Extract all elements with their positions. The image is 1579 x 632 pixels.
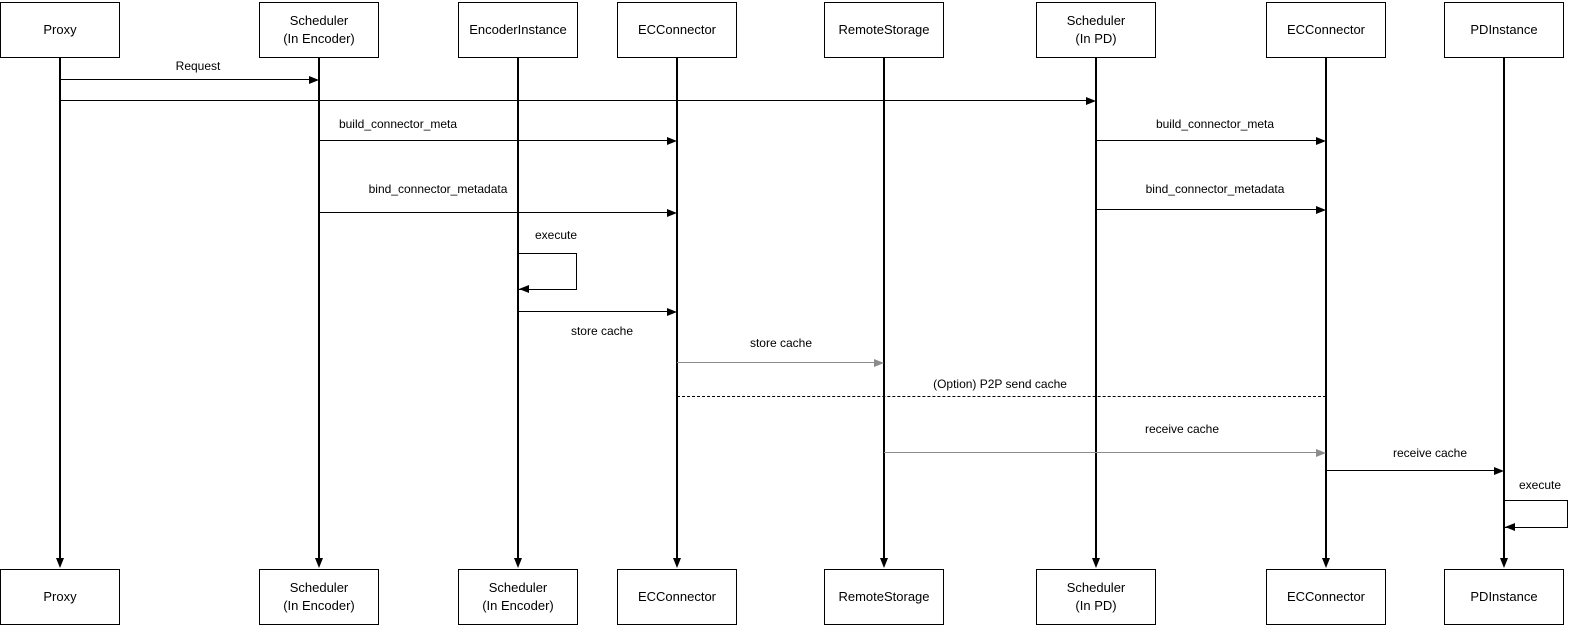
- lifeline-proxy-arrowhead: [55, 558, 64, 568]
- build-connector-meta-right-line: [1096, 140, 1318, 141]
- store-cache-1-arrowhead: [667, 308, 677, 316]
- lifeline-ecconnector-1: [676, 58, 678, 558]
- execute-encoder-loop: [518, 253, 577, 290]
- top-box-ecconnector-1-label: ECConnector: [637, 22, 717, 38]
- execute-encoder-arrowhead: [519, 284, 529, 293]
- bottom-box-ecconnector-2: ECConnector: [1266, 569, 1386, 625]
- receive-cache-2-label: receive cache: [1390, 446, 1470, 460]
- bottom-box-remote-storage-label: RemoteStorage: [838, 589, 930, 605]
- request-line: [60, 79, 311, 80]
- store-cache-1-label: store cache: [568, 324, 636, 338]
- receive-cache-2-line: [1326, 470, 1496, 471]
- store-cache-2-label: store cache: [747, 336, 815, 350]
- bottom-box-encoder-instance: Scheduler (In Encoder): [458, 569, 578, 625]
- p2p-send-cache-line: [677, 396, 1326, 397]
- bind-connector-metadata-left-line: [319, 212, 669, 213]
- bind-connector-metadata-right-line: [1096, 209, 1318, 210]
- top-box-encoder-instance-label: EncoderInstance: [469, 22, 567, 38]
- top-box-ecconnector-2-label: ECConnector: [1286, 22, 1366, 38]
- lifeline-encoder-instance: [517, 58, 519, 558]
- store-cache-2-line: [677, 362, 876, 363]
- execute-pd-loop: [1504, 500, 1568, 528]
- top-box-pdinstance-label: PDInstance: [1470, 22, 1538, 38]
- bottom-box-scheduler-pd-label: Scheduler (In PD): [1066, 580, 1126, 613]
- lifeline-scheduler-encoder-arrowhead: [314, 558, 323, 568]
- top-box-ecconnector-2: ECConnector: [1266, 2, 1386, 58]
- bind-connector-metadata-right-arrowhead: [1316, 206, 1326, 214]
- top-box-proxy-label: Proxy: [43, 22, 77, 38]
- lifeline-ecconnector-1-arrowhead: [672, 558, 681, 568]
- store-cache-1-line: [518, 311, 669, 312]
- build-connector-meta-left-line: [319, 140, 669, 141]
- bottom-box-remote-storage: RemoteStorage: [824, 569, 944, 625]
- lifeline-pdinstance: [1503, 58, 1505, 558]
- lifeline-remote-storage: [883, 58, 885, 558]
- lifeline-ecconnector-2: [1325, 58, 1327, 558]
- bottom-box-pdinstance: PDInstance: [1444, 569, 1564, 625]
- bottom-box-ecconnector-1: ECConnector: [617, 569, 737, 625]
- bottom-box-proxy: Proxy: [0, 569, 120, 625]
- lifeline-ecconnector-2-arrowhead: [1321, 558, 1330, 568]
- bottom-box-proxy-label: Proxy: [43, 589, 77, 605]
- bottom-box-encoder-instance-label: Scheduler (In Encoder): [482, 580, 554, 613]
- proxy-to-scheduler-pd-line: [60, 100, 1088, 101]
- execute-pd-arrowhead: [1505, 522, 1515, 531]
- bind-connector-metadata-left-arrowhead: [667, 209, 677, 217]
- build-connector-meta-right-label: build_connector_meta: [1153, 117, 1277, 131]
- request-label: Request: [173, 59, 223, 73]
- build-connector-meta-left-arrowhead: [667, 137, 677, 145]
- build-connector-meta-left-label: build_connector_meta: [336, 117, 460, 131]
- receive-cache-1-line: [884, 452, 1318, 453]
- lifeline-proxy: [59, 58, 61, 558]
- top-box-scheduler-encoder-label: Scheduler (In Encoder): [283, 13, 355, 46]
- execute-pd-label: execute: [1516, 478, 1564, 492]
- top-box-scheduler-pd-label: Scheduler (In PD): [1066, 13, 1126, 46]
- build-connector-meta-right-arrowhead: [1316, 137, 1326, 145]
- top-box-ecconnector-1: ECConnector: [617, 2, 737, 58]
- lifeline-encoder-instance-arrowhead: [513, 558, 522, 568]
- lifeline-pdinstance-arrowhead: [1499, 558, 1508, 568]
- proxy-to-scheduler-pd-arrowhead: [1086, 97, 1096, 105]
- bind-connector-metadata-right-label: bind_connector_metadata: [1143, 182, 1287, 196]
- receive-cache-1-label: receive cache: [1142, 422, 1222, 436]
- top-box-remote-storage-label: RemoteStorage: [838, 22, 930, 38]
- execute-encoder-label: execute: [532, 228, 580, 242]
- store-cache-2-arrowhead: [874, 359, 884, 367]
- receive-cache-2-arrowhead: [1494, 467, 1504, 475]
- bottom-box-ecconnector-2-label: ECConnector: [1286, 589, 1366, 605]
- bottom-box-scheduler-encoder-label: Scheduler (In Encoder): [283, 580, 355, 613]
- p2p-send-cache-label: (Option) P2P send cache: [931, 377, 1069, 391]
- bottom-box-scheduler-encoder: Scheduler (In Encoder): [259, 569, 379, 625]
- bottom-box-pdinstance-label: PDInstance: [1470, 589, 1538, 605]
- lifeline-remote-storage-arrowhead: [879, 558, 888, 568]
- receive-cache-1-arrowhead: [1316, 449, 1326, 457]
- lifeline-scheduler-encoder: [318, 58, 320, 558]
- bind-connector-metadata-left-label: bind_connector_metadata: [366, 182, 510, 196]
- bottom-box-ecconnector-1-label: ECConnector: [637, 589, 717, 605]
- top-box-pdinstance: PDInstance: [1444, 2, 1564, 58]
- top-box-remote-storage: RemoteStorage: [824, 2, 944, 58]
- top-box-encoder-instance: EncoderInstance: [458, 2, 578, 58]
- bottom-box-scheduler-pd: Scheduler (In PD): [1036, 569, 1156, 625]
- request-arrowhead: [309, 76, 319, 84]
- top-box-proxy: Proxy: [0, 2, 120, 58]
- top-box-scheduler-pd: Scheduler (In PD): [1036, 2, 1156, 58]
- lifeline-scheduler-pd-arrowhead: [1091, 558, 1100, 568]
- lifeline-scheduler-pd: [1095, 58, 1097, 558]
- top-box-scheduler-encoder: Scheduler (In Encoder): [259, 2, 379, 58]
